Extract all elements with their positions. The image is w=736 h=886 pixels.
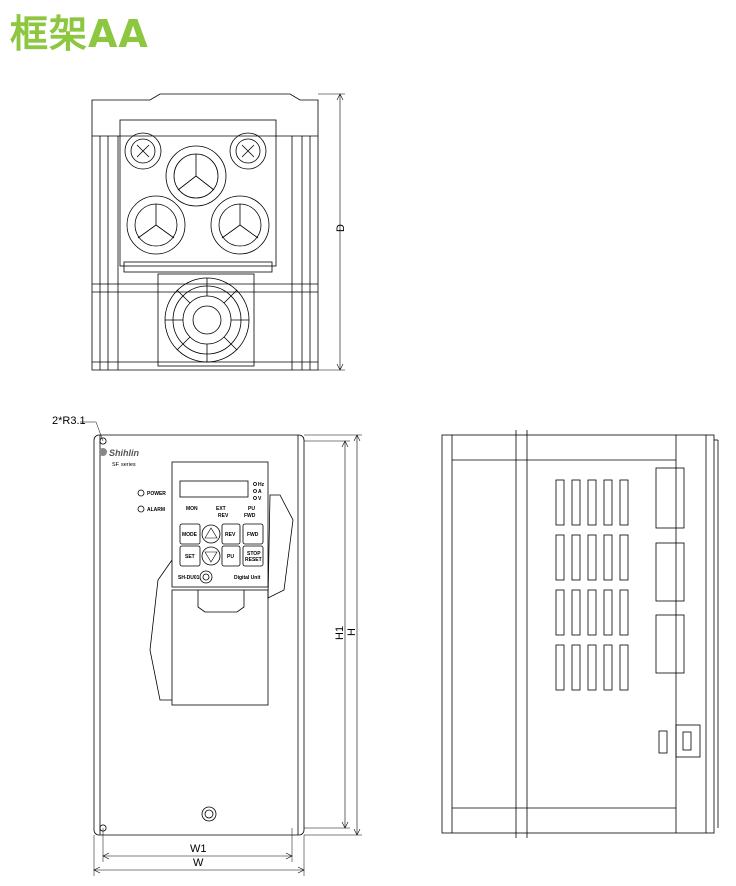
side-connector [675, 724, 701, 758]
side-terminal-3 [655, 614, 685, 674]
stop-reset-key [242, 545, 264, 567]
set-key-label: SET [185, 554, 195, 560]
fwd-key [242, 523, 264, 545]
vent-slot [555, 644, 565, 691]
reset-key-label: RESET [245, 557, 262, 563]
terminal-cover [171, 589, 269, 706]
rev-key-label: REV [225, 532, 236, 538]
set-key [179, 545, 201, 567]
top-view-outline [91, 93, 319, 371]
vent-slot [571, 479, 581, 526]
mode-key-label: MODE [182, 532, 198, 538]
depth-label: D [335, 224, 347, 232]
cover-handle-right [267, 494, 294, 599]
rev-key [221, 523, 241, 545]
side-terminal-2 [655, 542, 685, 602]
front-view [80, 421, 362, 876]
knockout-holes [124, 132, 270, 255]
vent-slot [571, 644, 581, 691]
keypad-model: SH-DU01 [178, 575, 200, 581]
vent-slot [619, 589, 629, 636]
dial-knob-icon [199, 570, 213, 584]
conduit-plate [119, 119, 277, 267]
ind-hz: Hz [258, 482, 265, 488]
vent-slots [555, 479, 629, 691]
series-suffix: series [121, 462, 136, 468]
alarm-led-label: ALARM [147, 507, 165, 513]
top-view [91, 93, 345, 371]
bottom-screw-icon [201, 806, 217, 822]
w1-label: W1 [190, 843, 207, 855]
side-view [441, 430, 719, 838]
fwd-key-label: FWD [247, 532, 259, 538]
keypad-panel [171, 461, 269, 588]
vent-slot [555, 589, 565, 636]
mounting-hole-top [99, 437, 107, 445]
vent-slot [571, 534, 581, 581]
vent-slot [571, 589, 581, 636]
vent-slot [619, 479, 629, 526]
vent-slot [603, 534, 613, 581]
corner-radius-label: 2*R3.1 [52, 415, 86, 427]
front-outline [93, 434, 305, 836]
side-outline [441, 434, 715, 834]
vent-slot [555, 479, 565, 526]
vent-slot [603, 644, 613, 691]
vent-slot [603, 589, 613, 636]
side-terminal-1 [655, 467, 685, 529]
pu-key-label: PU [227, 554, 234, 560]
ind-fwd: FWD [244, 513, 256, 519]
pu-key [221, 545, 241, 567]
power-led-icon [137, 489, 145, 497]
ind-pu: PU [248, 506, 255, 512]
cover-handle-left [149, 559, 173, 701]
cooling-fan [157, 273, 255, 367]
ind-mon: MON [186, 506, 198, 512]
alarm-led-icon [137, 505, 145, 513]
frame-title: 框架AA [10, 12, 149, 56]
vent-slot [587, 644, 597, 691]
h-label: H [346, 628, 358, 636]
brand-logo-icon [99, 448, 107, 456]
vent-slot [619, 644, 629, 691]
ind-ext: EXT [216, 506, 226, 512]
keypad-unit-name: Digital Unit [234, 575, 261, 581]
display-window [179, 480, 249, 498]
ind-v: V [258, 496, 262, 502]
brand-name: Shihlin [109, 448, 139, 458]
vent-slot [587, 534, 597, 581]
power-led-label: POWER [147, 491, 166, 497]
vent-slot [555, 534, 565, 581]
h1-label: H1 [334, 626, 346, 640]
vent-slot [619, 534, 629, 581]
vent-slot [603, 479, 613, 526]
side-slot [658, 730, 668, 754]
vent-slot [587, 479, 597, 526]
ind-a: A [258, 489, 262, 495]
ind-rev: REV [218, 513, 229, 519]
w-label: W [193, 857, 204, 869]
vent-slot [587, 589, 597, 636]
down-key [201, 546, 221, 566]
mode-key [179, 523, 201, 545]
up-key [201, 524, 221, 544]
series-label: SF [112, 462, 120, 468]
stop-key-label: STOP [247, 551, 261, 557]
